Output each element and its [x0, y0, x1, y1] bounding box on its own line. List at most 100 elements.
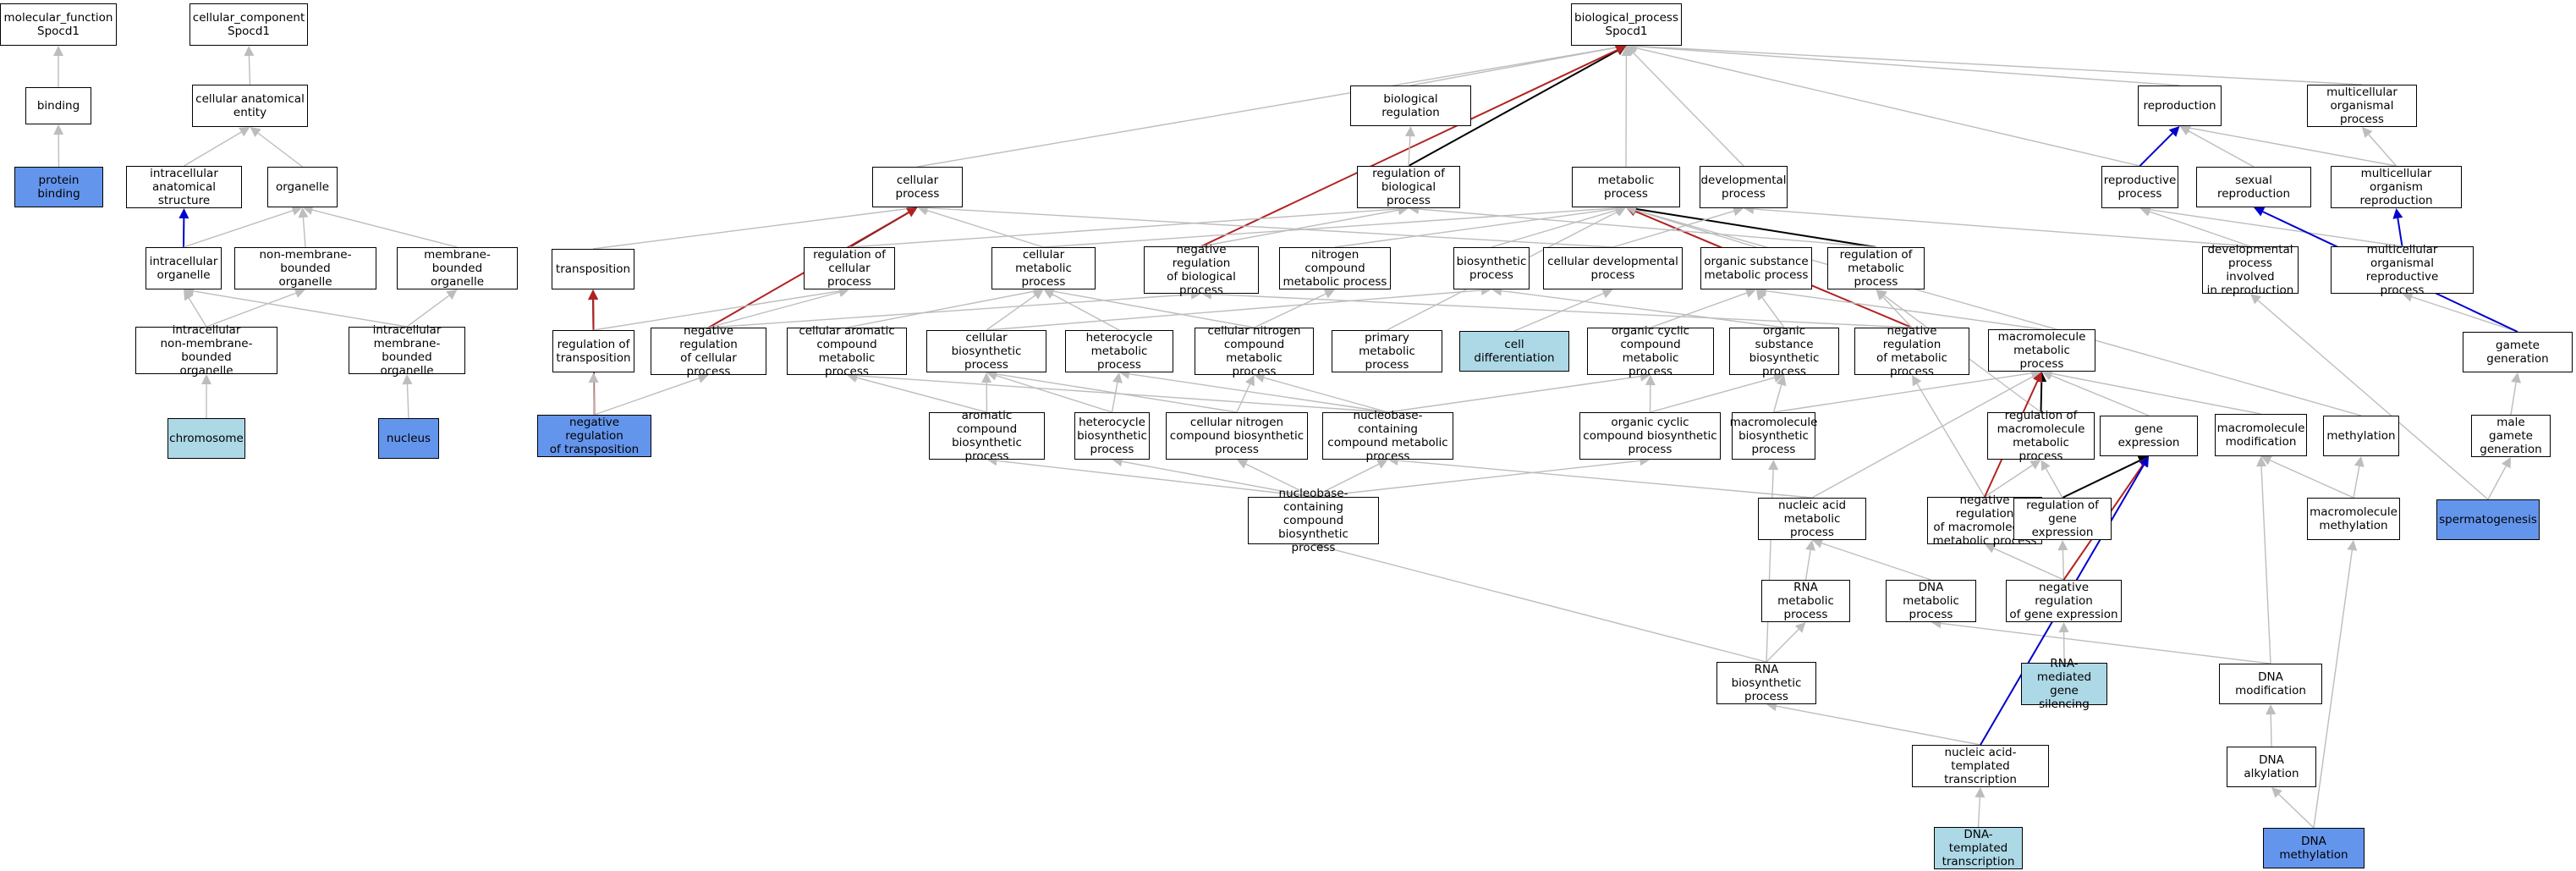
- n_occmp[interactable]: organic cyclic compound metabolic proces…: [1587, 324, 1714, 378]
- n_pmp[interactable]: primary metabolic process: [1332, 330, 1442, 372]
- n_malegam[interactable]: male gamete generation: [2471, 415, 2551, 457]
- n_regtrans[interactable]: regulation of transposition: [552, 330, 634, 372]
- n_hbp[interactable]: heterocycle biosynthetic process: [1074, 412, 1150, 460]
- edge-n_dnamod-n_mmod: [2256, 456, 2271, 664]
- edge-n_negregge-n_negregmmp: [1985, 543, 2064, 581]
- n_gamgen[interactable]: gamete generation: [2463, 332, 2573, 372]
- edge-n_dev-n_bp: [1626, 46, 1744, 167]
- n_cncbp[interactable]: cellular nitrogen compound biosynthetic …: [1166, 412, 1308, 460]
- edge-n_morp-n_reproproc: [2139, 204, 2403, 247]
- n_mp[interactable]: metabolic process: [1572, 167, 1680, 207]
- n_bioreg[interactable]: biological regulation: [1350, 85, 1471, 126]
- edge-n_meth-n_mp: [1626, 205, 2362, 416]
- n_cmp[interactable]: cellular metabolic process: [991, 247, 1096, 289]
- n_cbp[interactable]: cellular biosynthetic process: [926, 330, 1046, 372]
- n_mbp[interactable]: macromolecule biosynthetic process: [1730, 412, 1817, 460]
- n_negregbp[interactable]: negative regulation of biological proces…: [1144, 243, 1259, 297]
- n_morep[interactable]: multicellular organism reproduction: [2331, 166, 2462, 208]
- n_transposition[interactable]: transposition: [552, 249, 634, 289]
- n_nucleus[interactable]: nucleus: [378, 418, 439, 459]
- edge-n_imbo-n_io: [184, 286, 408, 328]
- n_dnatt[interactable]: DNA-templated transcription: [1934, 827, 2023, 869]
- n_sexrep[interactable]: sexual reproduction: [2196, 167, 2311, 207]
- edge-n_protbind-n_binding: [53, 124, 64, 168]
- n_bp[interactable]: biological_process Spocd1: [1571, 3, 1682, 46]
- n_rnamgs[interactable]: RNA-mediated gene silencing: [2021, 657, 2107, 711]
- n_negregge[interactable]: negative regulation of gene expression: [2006, 580, 2122, 622]
- edge-n_cbp-n_cmp: [986, 289, 1044, 331]
- n_rnabp[interactable]: RNA biosynthetic process: [1716, 662, 1816, 704]
- n_cncmp[interactable]: cellular nitrogen compound metabolic pro…: [1195, 324, 1314, 378]
- n_hmp[interactable]: heterocycle metabolic process: [1065, 330, 1173, 372]
- n_celldev[interactable]: cellular developmental process: [1543, 247, 1683, 289]
- n_rnamp[interactable]: RNA metabolic process: [1761, 580, 1850, 622]
- edge-n_celldiff-n_celldev: [1513, 289, 1613, 332]
- n_nccbp[interactable]: nucleobase-containing compound biosynthe…: [1248, 487, 1379, 554]
- n_nmbo[interactable]: non-membrane-bounded organelle: [234, 247, 376, 289]
- n_namp[interactable]: nucleic acid metabolic process: [1758, 498, 1866, 540]
- n_negregtrans[interactable]: negative regulation of transposition: [537, 415, 651, 457]
- n_inmbo[interactable]: intracellular non-membrane-bounded organ…: [135, 323, 277, 378]
- n_dnamp[interactable]: DNA metabolic process: [1886, 580, 1976, 622]
- edge-n_cncmp-n_ncmp: [1254, 289, 1335, 328]
- n_organelle[interactable]: organelle: [267, 167, 338, 207]
- n_negregmp[interactable]: negative regulation of metabolic process: [1854, 324, 1969, 378]
- edge-n_nccbp-n_cncbp: [1237, 459, 1314, 498]
- n_osbp[interactable]: organic substance biosynthetic process: [1729, 324, 1839, 378]
- n_dev[interactable]: developmental process: [1700, 166, 1788, 208]
- n_ge[interactable]: gene expression: [2100, 416, 2198, 456]
- n_mbo[interactable]: membrane-bounded organelle: [397, 247, 518, 289]
- edge-n_malegam-n_gamgen: [2510, 372, 2521, 416]
- n_regmmp[interactable]: regulation of macromolecule metabolic pr…: [1987, 409, 2095, 463]
- edge-n_dnameth-n_mmeth: [2313, 540, 2358, 829]
- n_regcp[interactable]: regulation of cellular process: [804, 247, 895, 289]
- edge-n_io-n_organelle: [183, 206, 303, 248]
- n_mop[interactable]: multicellular organismal process: [2307, 85, 2417, 127]
- n_protbind[interactable]: protein binding: [14, 167, 103, 207]
- n_acbp[interactable]: aromatic compound biosynthetic process: [929, 409, 1045, 463]
- n_sperm[interactable]: spermatogenesis: [2436, 499, 2540, 540]
- n_cae[interactable]: cellular anatomical entity: [192, 85, 308, 127]
- n_occbp[interactable]: organic cyclic compound biosynthetic pro…: [1579, 412, 1721, 460]
- n_morp[interactable]: multicellular organismal reproductive pr…: [2331, 243, 2474, 297]
- n_biosyn[interactable]: biosynthetic process: [1453, 247, 1530, 289]
- n_repro[interactable]: reproduction: [2138, 85, 2222, 126]
- n_cp[interactable]: cellular process: [872, 167, 963, 207]
- edge-n_binding-n_mf: [53, 46, 63, 87]
- n_mmp[interactable]: macromolecule metabolic process: [1988, 329, 2095, 372]
- edge-n_devrep-n_reproproc: [2139, 207, 2251, 247]
- n_binding[interactable]: binding: [25, 87, 91, 124]
- n_devrep[interactable]: developmental process involved in reprod…: [2202, 243, 2299, 297]
- edge-n_dnamp-n_namp: [1812, 538, 1931, 581]
- n_regbp[interactable]: regulation of biological process: [1357, 166, 1460, 208]
- edge-n_negregge-n_regge: [2057, 540, 2068, 581]
- n_io[interactable]: intracellular organelle: [146, 247, 222, 289]
- n_mmod[interactable]: macromolecule modification: [2215, 414, 2307, 456]
- edge-n_occbp-n_occmp: [1645, 375, 1656, 413]
- n_chromosome[interactable]: chromosome: [168, 418, 245, 459]
- n_mf[interactable]: molecular_function Spocd1: [0, 3, 117, 46]
- edge-n_hbp-n_hmp: [1111, 372, 1123, 413]
- n_reproproc[interactable]: reproductive process: [2101, 166, 2178, 208]
- n_ias[interactable]: intracellular anatomical structure: [126, 166, 242, 208]
- n_cacmp[interactable]: cellular aromatic compound metabolic pro…: [787, 324, 907, 378]
- n_nccmp[interactable]: nucleobase-containing compound metabolic…: [1322, 409, 1453, 463]
- n_celldiff[interactable]: cell differentiation: [1459, 331, 1569, 372]
- edge-n_negregmp-n_negregbp: [1201, 289, 1913, 328]
- n_natt[interactable]: nucleic acid-templated transcription: [1912, 745, 2049, 787]
- edge-n_chromosome-n_inmbo: [201, 374, 211, 418]
- n_imbo[interactable]: intracellular membrane-bounded organelle: [349, 323, 465, 378]
- n_dnamod[interactable]: DNA modification: [2219, 664, 2322, 704]
- n_cc[interactable]: cellular_component Spocd1: [189, 3, 308, 46]
- n_meth[interactable]: methylation: [2323, 416, 2399, 456]
- n_dnameth[interactable]: DNA methylation: [2263, 828, 2365, 868]
- n_regmp[interactable]: regulation of metabolic process: [1827, 247, 1925, 289]
- n_negregcp[interactable]: negative regulation of cellular process: [651, 324, 766, 378]
- edge-n_namp-n_nccmp: [1387, 455, 1813, 499]
- n_mmeth[interactable]: macromolecule methylation: [2307, 498, 2400, 540]
- edge-n_inmbo-n_io: [184, 289, 207, 328]
- n_ncmp[interactable]: nitrogen compound metabolic process: [1279, 247, 1391, 289]
- n_dnaalk[interactable]: DNA alkylation: [2227, 747, 2316, 787]
- n_regge[interactable]: regulation of gene expression: [2013, 498, 2112, 540]
- n_osmp[interactable]: organic substance metabolic process: [1700, 247, 1812, 289]
